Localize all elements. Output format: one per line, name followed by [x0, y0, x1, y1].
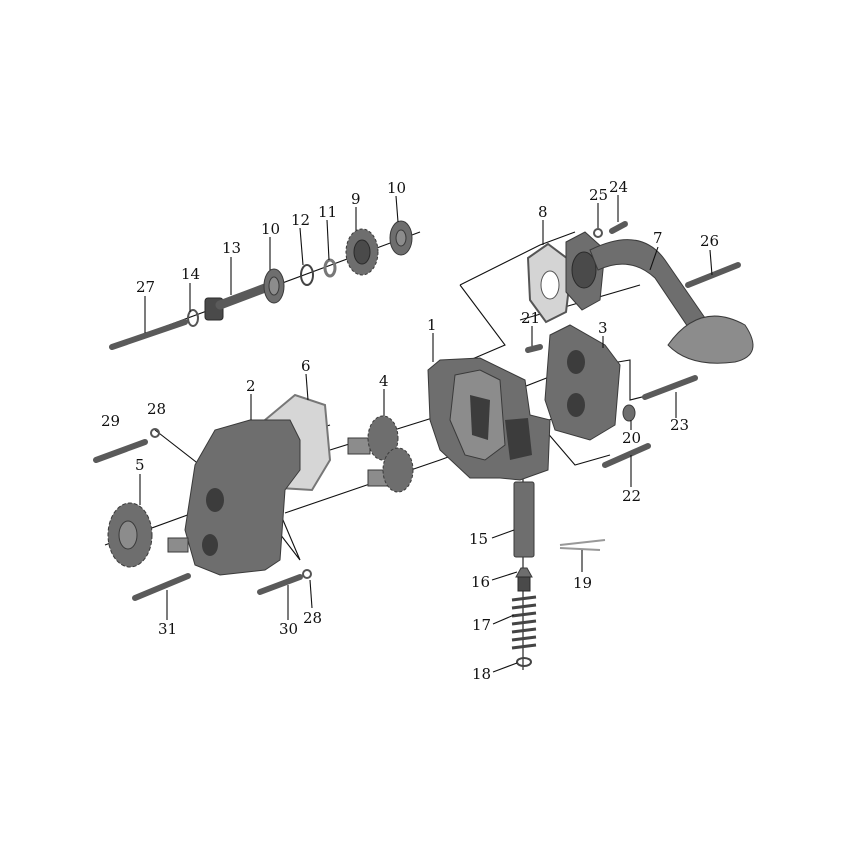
label-16: 16	[471, 573, 490, 591]
label-11: 11	[318, 203, 337, 221]
washer-28b	[302, 569, 312, 579]
label-13: 13	[222, 239, 241, 257]
label-30: 30	[279, 620, 298, 638]
label-21: 21	[521, 309, 540, 327]
bolt-26	[685, 262, 741, 288]
label-14: 14	[181, 265, 200, 283]
label-18: 18	[472, 665, 491, 683]
label-19: 19	[573, 574, 592, 592]
label-9: 9	[351, 190, 361, 208]
bolt-22	[602, 443, 651, 468]
washer-18	[516, 657, 532, 667]
label-15: 15	[469, 530, 488, 548]
pump-body-2	[167, 419, 301, 576]
leader-lines	[139, 195, 713, 673]
label-28a: 28	[147, 400, 166, 418]
label-28b: 28	[303, 609, 322, 627]
washer-28a	[150, 428, 160, 438]
label-17: 17	[472, 616, 491, 634]
label-3: 3	[598, 319, 608, 337]
bolt-29	[93, 439, 148, 463]
label-22: 22	[622, 487, 641, 505]
label-4: 4	[379, 372, 389, 390]
o-ring-14	[187, 309, 199, 327]
label-1: 1	[427, 316, 437, 334]
valve-16	[515, 567, 533, 592]
suction-pipe-7	[565, 231, 754, 364]
bearing-10a	[263, 268, 285, 304]
label-24: 24	[609, 178, 628, 196]
gear-9	[345, 228, 379, 276]
bolt-23	[642, 375, 698, 400]
label-10b: 10	[387, 179, 406, 197]
snap-ring-12	[300, 264, 314, 286]
washer-11	[323, 258, 337, 278]
label-2: 2	[246, 377, 256, 395]
label-20: 20	[622, 429, 641, 447]
pin-21	[525, 344, 543, 353]
label-5: 5	[135, 456, 145, 474]
part-labels: 27 14 13 10 12 11 9 10 8 25 24 7 26 21 1…	[101, 178, 719, 683]
pump-cover-3	[544, 324, 621, 441]
shaft-13	[204, 283, 270, 321]
bolt-31	[132, 573, 191, 601]
label-29: 29	[101, 412, 120, 430]
label-12: 12	[291, 211, 310, 229]
valve-body-15	[513, 481, 535, 558]
label-23: 23	[670, 416, 689, 434]
pump-housing-1	[427, 357, 551, 481]
bolt-30	[257, 574, 303, 595]
label-8: 8	[538, 203, 548, 221]
label-7: 7	[653, 229, 663, 247]
pin-19	[559, 539, 606, 551]
bolt-24	[609, 221, 628, 234]
bolt-27	[109, 319, 188, 350]
label-25: 25	[589, 186, 608, 204]
bearing-10b	[389, 220, 413, 256]
label-6: 6	[301, 357, 311, 375]
label-10a: 10	[261, 220, 280, 238]
gears-4	[347, 415, 414, 493]
nut-20	[622, 404, 636, 422]
washer-25	[593, 228, 603, 238]
label-31: 31	[158, 620, 177, 638]
label-26: 26	[700, 232, 719, 250]
label-27: 27	[136, 278, 155, 296]
gear-5	[107, 502, 153, 568]
spring-17	[511, 595, 537, 650]
gasket-8	[526, 242, 574, 324]
